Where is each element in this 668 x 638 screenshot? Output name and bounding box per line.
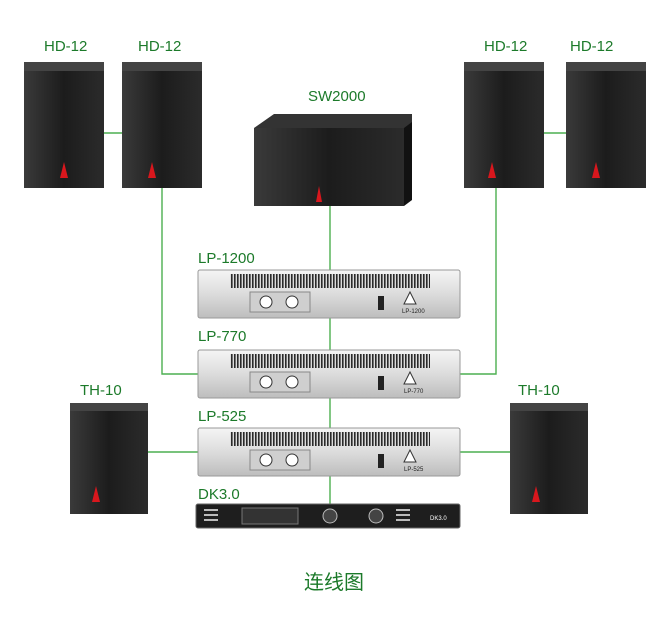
red-logo-icon bbox=[488, 162, 496, 178]
red-logo-icon bbox=[92, 486, 100, 502]
panel-label: LP-770 bbox=[404, 389, 424, 395]
label-hd12-2: HD-12 bbox=[138, 38, 182, 55]
label-th10-right: TH-10 bbox=[518, 382, 560, 399]
processor-dk30: DK3.0 bbox=[195, 503, 461, 529]
label-lp1200: LP-1200 bbox=[198, 250, 255, 267]
label-hd12-1: HD-12 bbox=[44, 38, 88, 55]
label-hd12-4: HD-12 bbox=[570, 38, 614, 55]
speaker-th10-left bbox=[70, 403, 148, 514]
speaker-hd12-3 bbox=[464, 62, 544, 188]
red-logo-icon bbox=[316, 186, 322, 202]
label-hd12-3: HD-12 bbox=[484, 38, 528, 55]
amplifier-lp770: LP-770 bbox=[197, 349, 461, 399]
red-logo-icon bbox=[592, 162, 600, 178]
panel-label: LP-1200 bbox=[402, 309, 425, 315]
label-lp525: LP-525 bbox=[198, 408, 247, 425]
label-th10-left: TH-10 bbox=[80, 382, 122, 399]
red-logo-icon bbox=[148, 162, 156, 178]
speaker-hd12-2 bbox=[122, 62, 202, 188]
diagram-caption: 连线图 bbox=[304, 570, 364, 594]
panel-label: LP-525 bbox=[404, 467, 424, 473]
speaker-hd12-4 bbox=[566, 62, 646, 188]
amplifier-lp525: LP-525 bbox=[197, 427, 461, 477]
red-logo-icon bbox=[532, 486, 540, 502]
red-logo-icon bbox=[60, 162, 68, 178]
wire-left-hd12-to-lp770 bbox=[161, 188, 200, 375]
speaker-th10-right bbox=[510, 403, 588, 514]
speaker-hd12-1 bbox=[24, 62, 104, 188]
label-dk30: DK3.0 bbox=[198, 486, 240, 503]
label-sw2000: SW2000 bbox=[308, 88, 366, 105]
panel-label: DK3.0 bbox=[430, 516, 447, 522]
subwoofer-sw2000 bbox=[254, 114, 412, 206]
amplifier-lp1200: LP-1200 bbox=[197, 269, 461, 319]
wire-right-hd12-to-lp770 bbox=[460, 188, 497, 375]
label-lp770: LP-770 bbox=[198, 328, 247, 345]
connection-wires bbox=[104, 132, 566, 506]
